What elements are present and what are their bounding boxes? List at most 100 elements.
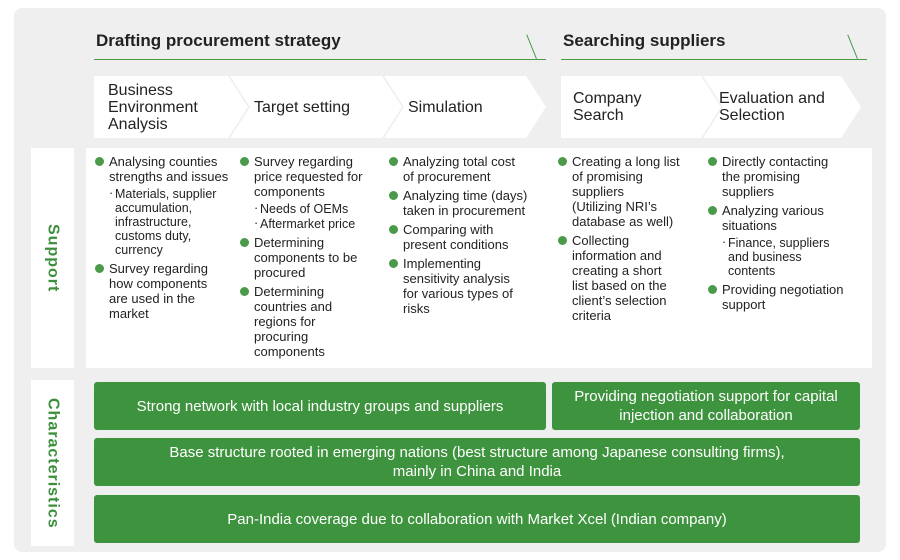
item-line: client’s selection: [572, 293, 667, 308]
sub-line: accumulation,: [115, 201, 193, 215]
list-item: Implementing sensitivity analysis for va…: [389, 256, 549, 316]
bullet-dot-icon: [389, 157, 398, 166]
item-line: of promising: [572, 169, 643, 184]
bullet-dot-icon: [389, 225, 398, 234]
phase-underline-searching: [561, 59, 867, 60]
item-line: Analysing counties: [109, 154, 218, 169]
characteristic-bar-base-structure: Base structure rooted in emerging nation…: [94, 438, 860, 486]
list-item: Determining components to be procured: [240, 235, 384, 280]
item-line: suppliers: [572, 184, 625, 199]
phase-title-drafting: Drafting procurement strategy: [96, 31, 341, 50]
list-item: Survey regarding how components are used…: [95, 261, 235, 321]
item-line: Comparing with: [403, 222, 494, 237]
step-label: Simulation: [408, 76, 538, 138]
item-line: risks: [403, 301, 430, 316]
item-line: sensitivity analysis: [403, 271, 510, 286]
item-line: Collecting: [572, 233, 630, 248]
step-label: Target setting: [254, 76, 394, 138]
step-label: Business Environment Analysis: [108, 76, 238, 138]
sub-marker: ·: [722, 235, 727, 249]
item-line: Determining: [254, 284, 325, 299]
item-line: Creating a long list: [572, 154, 680, 169]
item-line: price requested for: [254, 169, 363, 184]
sub-line: Aftermarket price: [260, 217, 356, 231]
bullet-dot-icon: [95, 157, 104, 166]
sub-line: Needs of OEMs: [260, 202, 349, 216]
chevron-shape: [561, 76, 721, 138]
item-line: Survey regarding: [109, 261, 208, 276]
bar-text-line: mainly in China and India: [392, 463, 562, 480]
bullet-dot-icon: [708, 157, 717, 166]
list-item: Analyzing various situations: [708, 203, 868, 233]
item-line: Analyzing various: [722, 203, 824, 218]
bar-text-line: Providing negotiation support for capita…: [574, 388, 838, 405]
item-line: regions for: [254, 314, 316, 329]
support-column-business-environment: Analysing counties strengths and issues …: [95, 154, 235, 324]
item-line: for various types of: [403, 286, 513, 301]
step-label-line: Company: [573, 90, 642, 107]
item-line: Implementing: [403, 256, 482, 271]
step-business-environment-analysis: Business Environment Analysis: [94, 76, 248, 138]
item-line: procuring: [254, 329, 309, 344]
item-line: taken in procurement: [403, 203, 526, 218]
sub-line: infrastructure,: [115, 215, 192, 229]
item-line: components: [254, 344, 325, 359]
characteristics-label: Characteristics: [31, 380, 74, 546]
item-line: database as well): [572, 214, 674, 229]
sub-line: and business: [728, 250, 802, 264]
sub-item: · Aftermarket price: [240, 216, 384, 231]
step-target-setting: Target setting: [230, 76, 402, 138]
list-item: Creating a long list of promising suppli…: [558, 154, 702, 229]
chevron-shape: [384, 76, 546, 138]
step-label-line: Target setting: [254, 98, 351, 116]
item-line: creating a short: [572, 263, 662, 278]
list-item: Analyzing time (days) taken in procureme…: [389, 188, 549, 218]
sub-line: currency: [115, 243, 163, 257]
bar-text: Strong network with local industry group…: [136, 397, 504, 415]
item-line: Analyzing total cost: [403, 154, 516, 169]
item-line: Determining: [254, 235, 325, 250]
bullet-dot-icon: [558, 236, 567, 245]
characteristics-label-text: Characteristics: [44, 397, 62, 529]
sub-line: customs duty,: [115, 229, 192, 243]
list-item: Directly contacting the promising suppli…: [708, 154, 868, 199]
item-line: countries and: [254, 299, 333, 314]
step-label-line: Simulation: [408, 98, 483, 116]
list-item: Collecting information and creating a sh…: [558, 233, 702, 323]
step-label-line: Environment: [108, 98, 198, 116]
chevron-shape: [94, 76, 248, 138]
support-column-company-search: Creating a long list of promising suppli…: [558, 154, 702, 326]
item-line: suppliers: [722, 184, 775, 199]
list-item: Survey regarding price requested for com…: [240, 154, 384, 199]
sub-line: Materials, supplier: [115, 187, 217, 201]
sub-item: · Finance, suppliers and business conten…: [708, 235, 868, 278]
item-line: support: [722, 297, 766, 312]
item-line: Providing negotiation: [722, 282, 844, 297]
step-label: Company Search: [573, 76, 703, 138]
support-label: Support: [31, 148, 74, 368]
list-item: Comparing with present conditions: [389, 222, 549, 252]
item-line: strengths and issues: [109, 169, 229, 184]
sub-line: Finance, suppliers: [728, 236, 830, 250]
step-label: Evaluation and Selection: [719, 76, 855, 138]
support-column-evaluation: Directly contacting the promising suppli…: [708, 154, 868, 315]
bullet-dot-icon: [389, 191, 398, 200]
step-label-line: Selection: [719, 107, 785, 124]
list-item: Analyzing total cost of procurement: [389, 154, 549, 184]
step-label-line: Analysis: [108, 115, 168, 133]
sub-marker: ·: [109, 186, 114, 200]
item-line: Survey regarding: [254, 154, 353, 169]
phase-title-searching: Searching suppliers: [563, 31, 726, 50]
bar-text: Pan-India coverage due to collaboration …: [227, 510, 727, 528]
bullet-dot-icon: [389, 259, 398, 268]
sub-item: · Needs of OEMs: [240, 201, 384, 216]
step-label-line: Business: [108, 81, 173, 99]
item-line: market: [109, 306, 149, 321]
item-line: components to be: [254, 250, 358, 265]
sub-line: contents: [728, 264, 776, 278]
item-line: present conditions: [403, 237, 509, 252]
characteristic-bar-negotiation: Providing negotiation support for capita…: [552, 382, 860, 430]
bar-text-line: injection and collaboration: [619, 407, 793, 424]
chevron-shape: [703, 76, 861, 138]
bullet-dot-icon: [708, 206, 717, 215]
